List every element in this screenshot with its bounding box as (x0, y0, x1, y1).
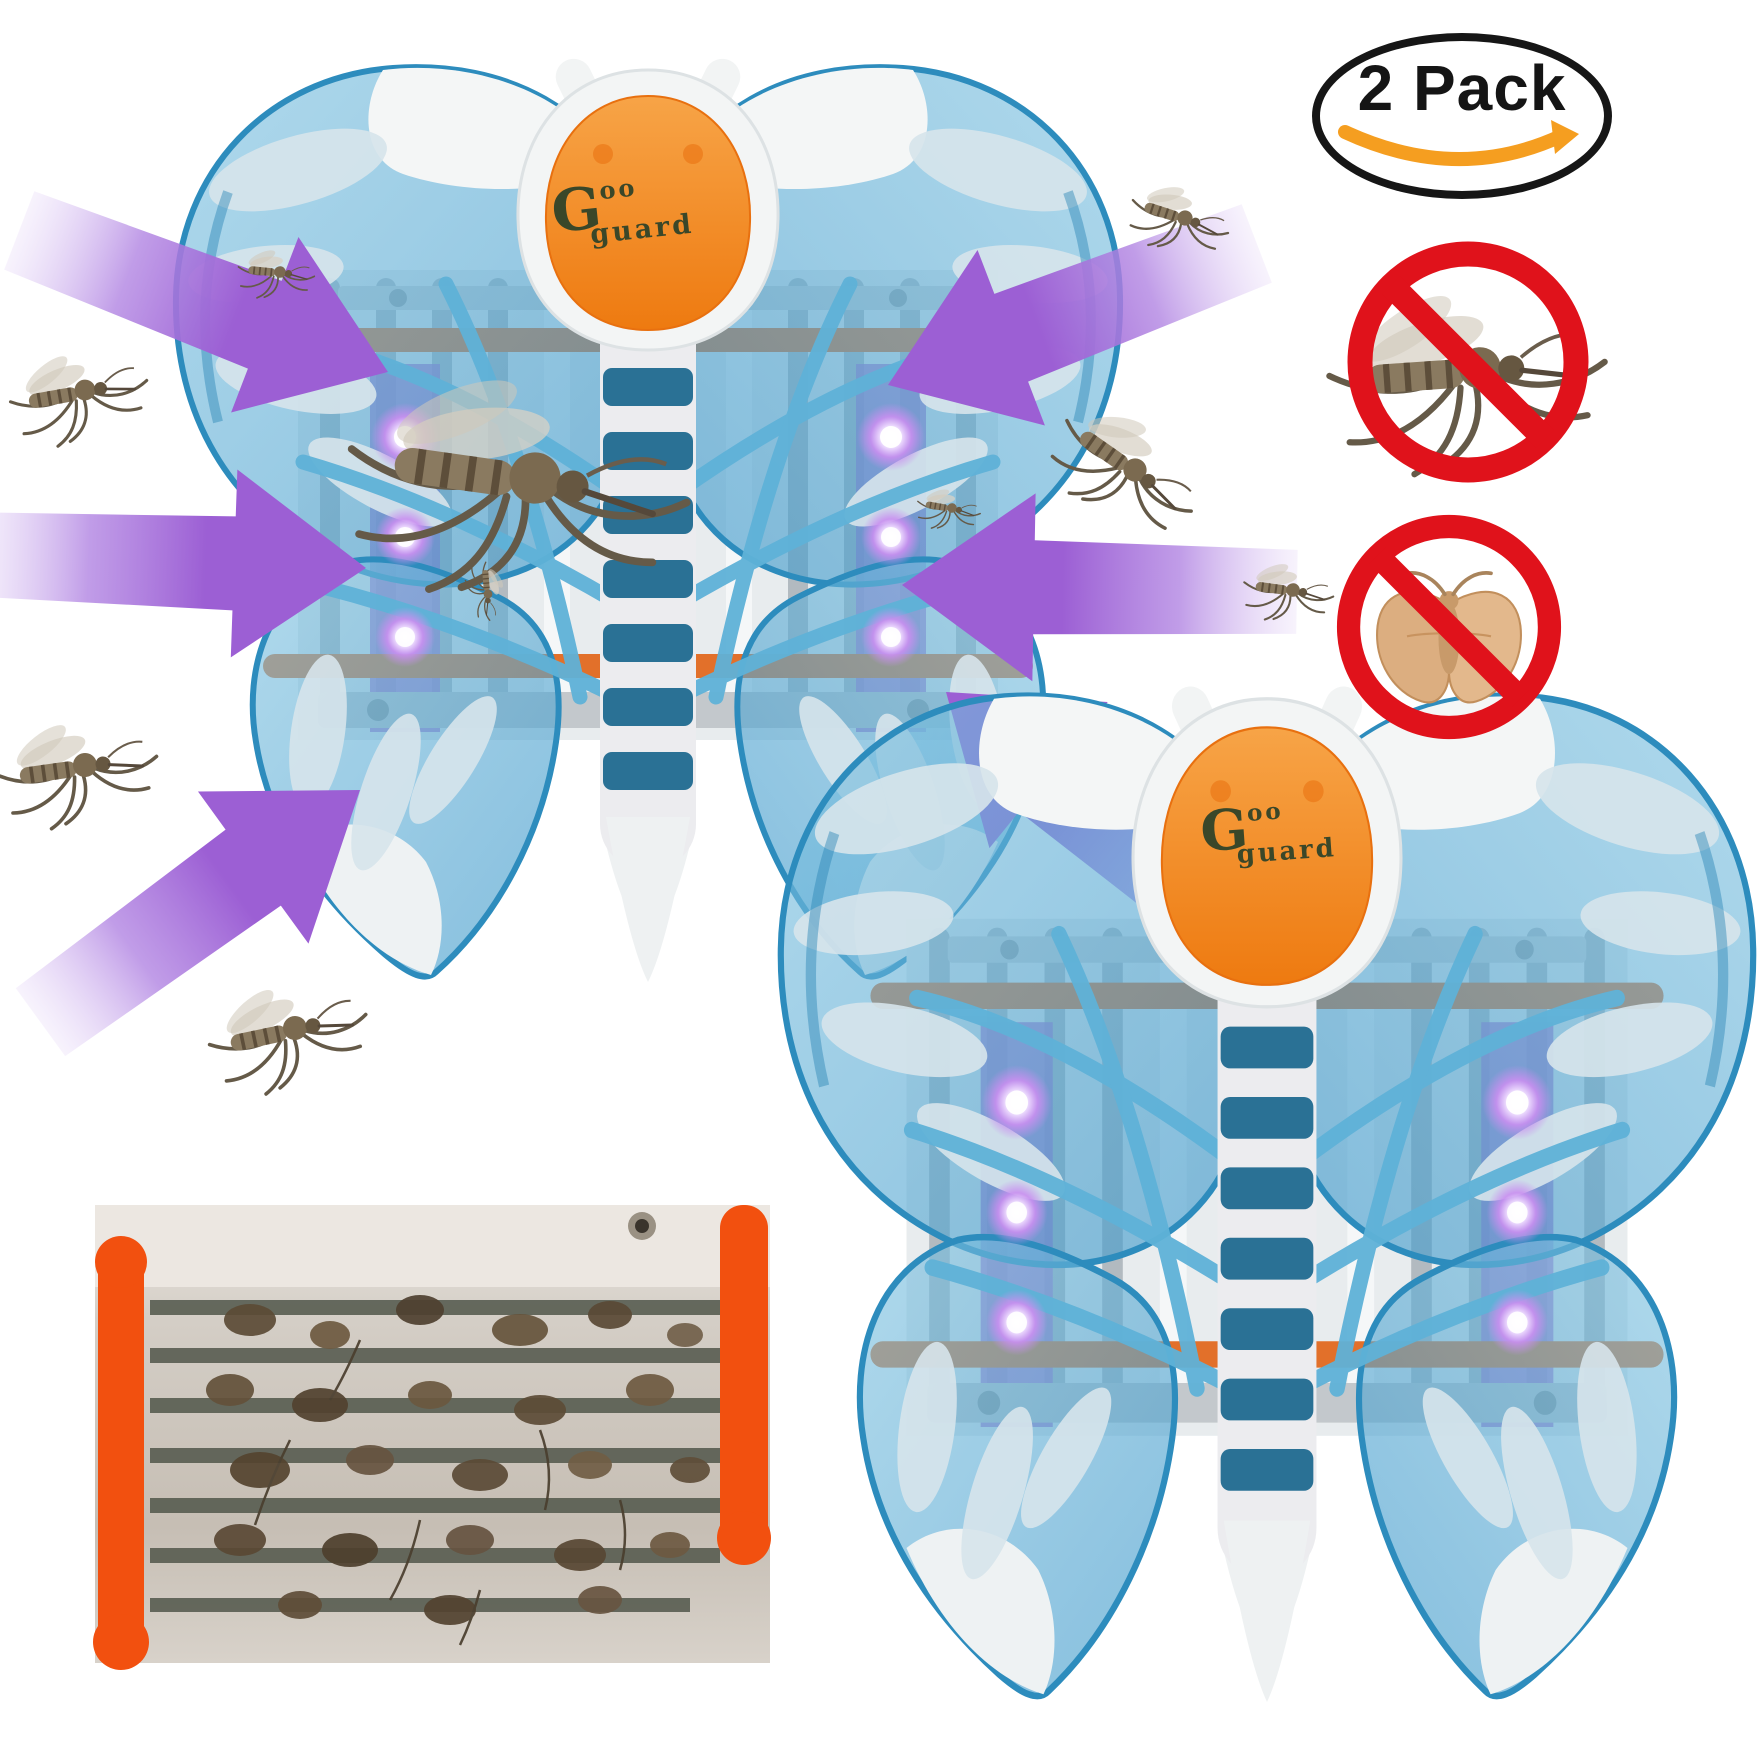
brand-logo: Goo guard (548, 169, 695, 252)
brand-logo-guard: guard (1235, 833, 1338, 870)
pack-count-label: 2 Pack (1357, 52, 1567, 124)
dead-insects (206, 1295, 710, 1646)
mosquito-icon (197, 962, 380, 1106)
photo-frame-rods (93, 1205, 771, 1670)
brand-logo: Goo guard (1198, 795, 1338, 870)
no-mosquito-sign (1324, 254, 1612, 480)
pack-count-badge: 2 Pack (1312, 33, 1612, 199)
brand-logo-oo: oo (1245, 796, 1285, 827)
mosquito-icon (0, 704, 167, 837)
no-moth-sign (1349, 527, 1550, 728)
brand-logo-oo: oo (597, 172, 639, 206)
mosquito-icon (1, 335, 157, 455)
caught-insects-photo (93, 1205, 771, 1670)
amazon-smile-icon (1338, 120, 1579, 166)
